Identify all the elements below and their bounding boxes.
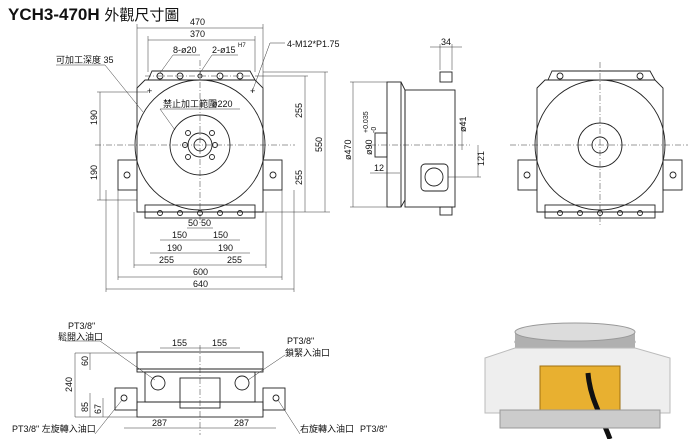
model-name: YCH3-470H — [8, 5, 100, 24]
dim-8-holes: 8-ø20 — [173, 45, 197, 55]
clamp-port-label: 鎖緊入油口 — [285, 347, 330, 358]
port-size-clamp: PT3/8" — [287, 336, 314, 346]
svg-text:+: + — [147, 86, 152, 96]
dim-190-right: 190 — [218, 243, 233, 253]
dim-50-right: 50 — [201, 218, 211, 228]
drawing-title: YCH3-470H 外觀尺寸圖 — [8, 4, 179, 25]
dim-50-left: 50 — [188, 218, 198, 228]
machinable-depth: 可加工深度 35 — [56, 54, 114, 65]
dim-600: 600 — [193, 267, 208, 277]
dim-12: 12 — [374, 163, 384, 173]
dim-tap: 4-M12*P1.75 — [287, 39, 340, 49]
dim-155-left: 155 — [172, 338, 187, 348]
dim-255-left: 255 — [159, 255, 174, 265]
tolerance-h7: H7 — [238, 43, 246, 49]
dim-150-left: 150 — [172, 230, 187, 240]
top-view-plain — [510, 62, 688, 225]
dim-85: 85 — [80, 402, 90, 412]
dim-220: ø220 — [212, 99, 233, 109]
tolerance-lower: -0 — [371, 127, 378, 133]
dim-121: 121 — [476, 151, 486, 166]
dim-287-left: 287 — [152, 418, 167, 428]
dim-240: 240 — [64, 377, 74, 392]
front-elevation: PT3/8" 鬆開入油口 PT3/8" 鎖緊入油口 155 155 240 60… — [12, 321, 387, 435]
no-machining-zone: 禁止加工範圍 — [163, 98, 217, 109]
unclamp-port-label: 鬆開入油口 — [58, 331, 103, 342]
dim-67: 67 — [93, 404, 103, 414]
dim-190-left: 190 — [167, 243, 182, 253]
dim-370: 370 — [190, 29, 205, 39]
dim-190-top: 190 — [89, 110, 99, 125]
dim-34: 34 — [441, 37, 451, 47]
front-view: ++ 470 370 8-ø20 2-ø15 H7 4-M12*P1.75 可加… — [56, 17, 340, 292]
dim-255-top: 255 — [294, 103, 304, 118]
dim-155-right: 155 — [212, 338, 227, 348]
dim-150-right: 150 — [213, 230, 228, 240]
dim-640: 640 — [193, 279, 208, 289]
right-port-size: PT3/8" — [360, 424, 387, 434]
dim-190-bottom: 190 — [89, 165, 99, 180]
title-label: 外觀尺寸圖 — [104, 6, 180, 24]
dim-255-right: 255 — [227, 255, 242, 265]
left-rotation-port: PT3/8" 左旋轉入油口 — [12, 423, 96, 434]
dim-470-dia: ø470 — [343, 139, 353, 160]
dim-287-right: 287 — [234, 418, 249, 428]
dim-60: 60 — [80, 356, 90, 366]
dim-255-bottom: 255 — [294, 170, 304, 185]
product-photo — [470, 318, 688, 439]
dim-550: 550 — [314, 137, 324, 152]
dim-41-dia: ø41 — [458, 116, 468, 132]
side-view: 34 ø470 ø90 +0.035 -0 ø41 121 12 — [343, 37, 486, 216]
dim-470: 470 — [190, 17, 205, 27]
tolerance-upper: +0.035 — [363, 111, 370, 133]
right-rotation-port: 右旋轉入油口 — [300, 423, 354, 434]
dim-2-holes: 2-ø15 — [212, 45, 236, 55]
port-size-unclamp: PT3/8" — [68, 321, 95, 331]
dim-90-dia: ø90 — [364, 139, 374, 155]
